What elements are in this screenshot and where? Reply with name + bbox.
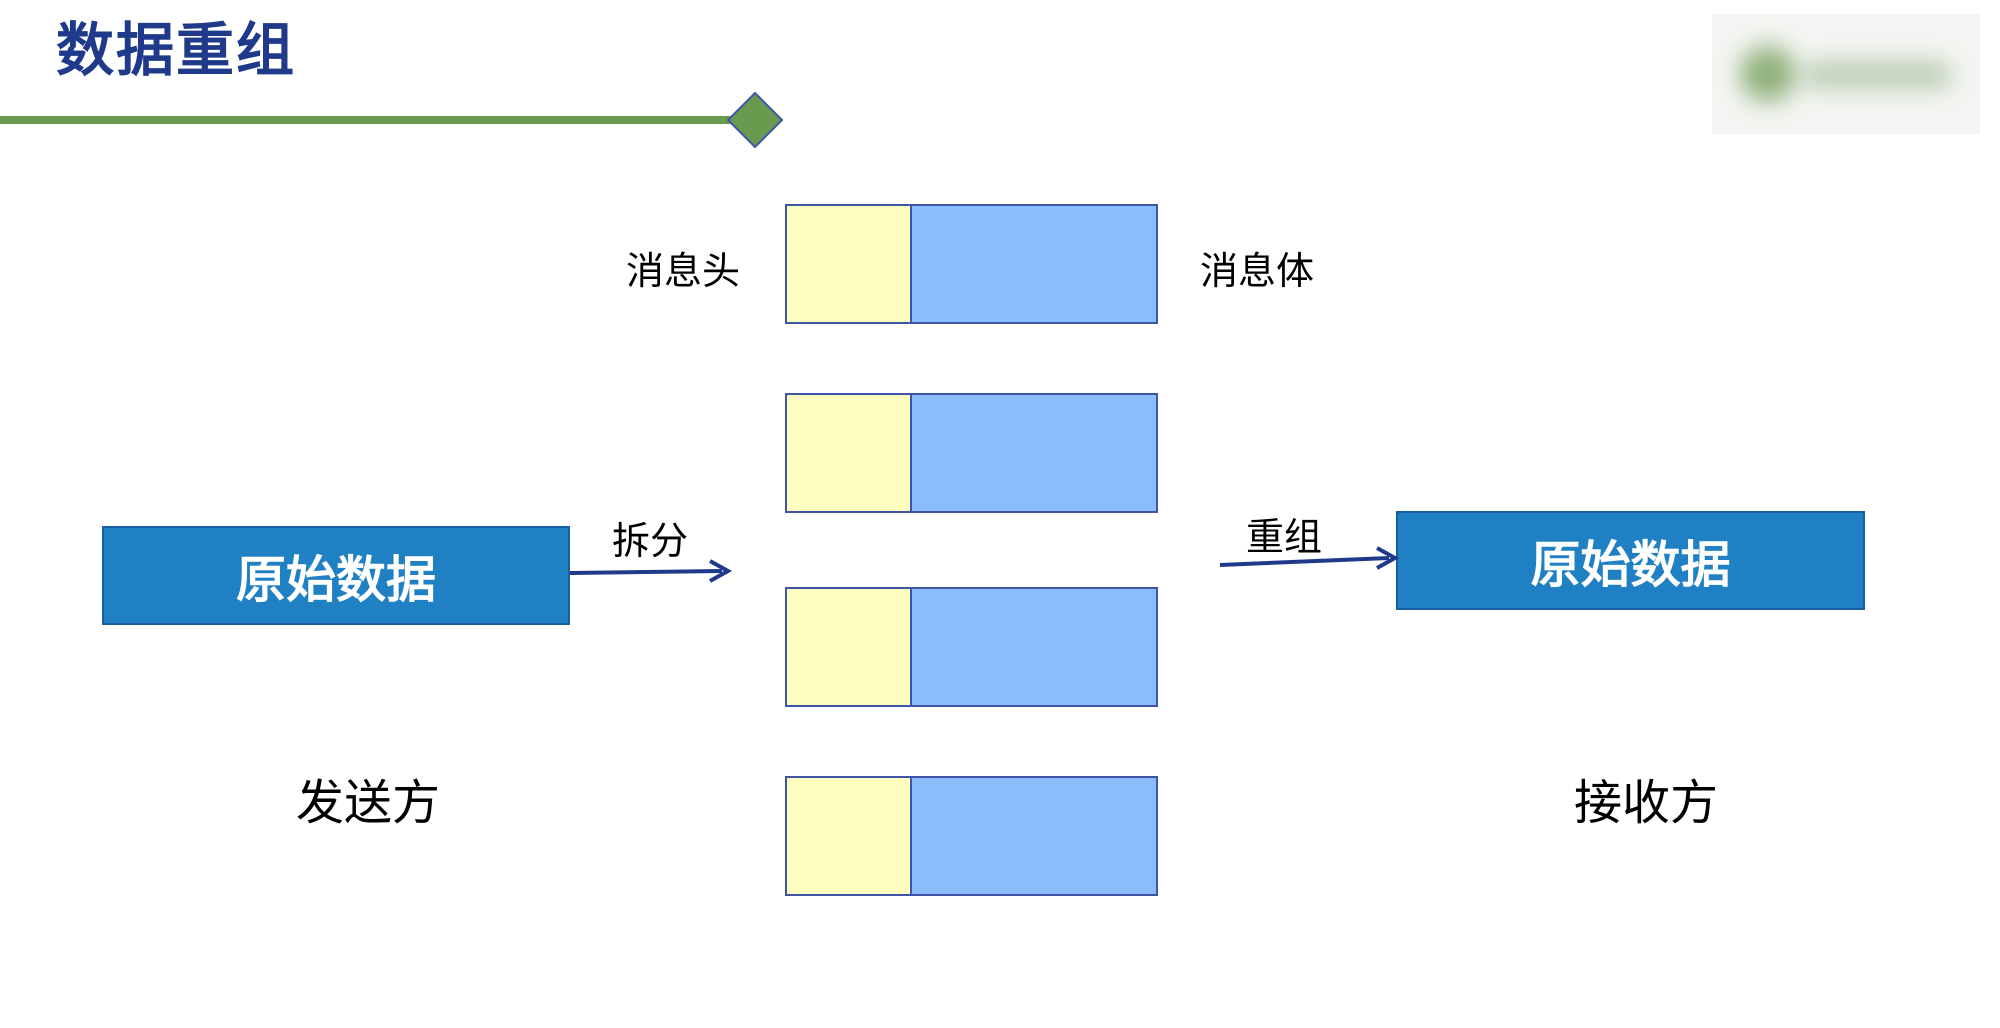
packet-4 (785, 776, 1158, 896)
receiver-original-data-box: 原始数据 (1396, 511, 1865, 610)
logo (1712, 14, 1980, 134)
message-head-label: 消息头 (626, 249, 741, 293)
packet-2 (785, 393, 1158, 513)
packet-2-body (912, 395, 1156, 511)
packet-1-body (912, 206, 1156, 322)
packet-3-head (787, 589, 912, 705)
receiver-caption: 接收方 (1574, 775, 1719, 831)
packet-3 (785, 587, 1158, 707)
packet-4-head (787, 778, 912, 894)
page-title: 数据重组 (56, 16, 297, 84)
title-underline (0, 91, 784, 149)
reassemble-arrow-head (1376, 546, 1400, 570)
split-arrow-head (709, 559, 733, 583)
title-rule-diamond (726, 91, 784, 149)
packet-1 (785, 204, 1158, 324)
packet-3-body (912, 589, 1156, 705)
packet-2-head (787, 395, 912, 511)
message-body-label: 消息体 (1200, 249, 1315, 293)
sender-original-data-box: 原始数据 (102, 526, 570, 625)
packet-4-body (912, 778, 1156, 894)
packet-1-head (787, 206, 912, 322)
sender-caption: 发送方 (296, 775, 441, 831)
reassemble-label: 重组 (1246, 515, 1323, 559)
split-label: 拆分 (612, 519, 689, 563)
split-arrow (569, 569, 723, 575)
